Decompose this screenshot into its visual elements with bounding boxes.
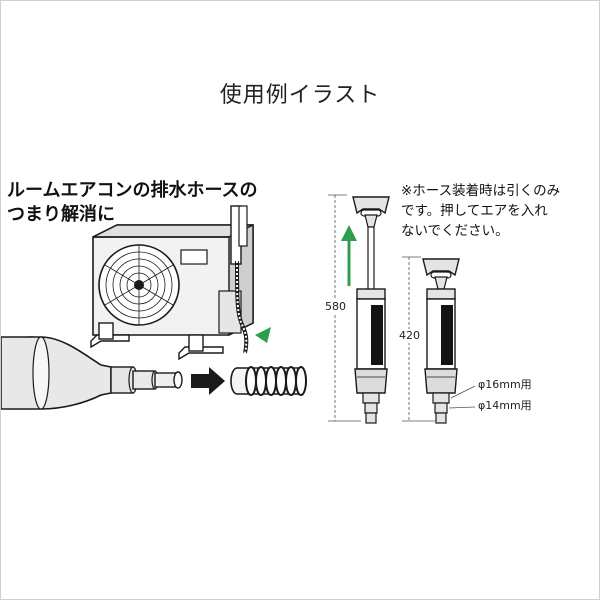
retracted-length-label: 420 <box>399 329 420 343</box>
nozzle-16mm-label: φ16mm用 <box>478 378 532 391</box>
pump-retracted <box>402 256 476 424</box>
caption-line-2: つまり解消に <box>7 204 115 225</box>
nozzle-14mm-label: φ14mm用 <box>478 399 532 412</box>
insert-arrow-icon <box>191 367 225 395</box>
caption-line-1: ルームエアコンの排水ホースの <box>7 180 258 201</box>
note-line-2: です。押してエアを入れ <box>401 203 548 219</box>
usage-caption: ルームエアコンの排水ホースの つまり解消に <box>7 179 258 227</box>
hose-indicator-icon <box>255 327 271 343</box>
extended-length-label: 580 <box>325 300 346 314</box>
pump-nozzle <box>1 336 183 410</box>
note-line-3: ないでください。 <box>401 223 509 239</box>
drain-hose <box>230 366 307 396</box>
pump-extended <box>328 194 390 424</box>
note-line-1: ※ホース装着時は引くのみ <box>401 183 561 199</box>
caution-note: ※ホース装着時は引くのみ です。押してエアを入れ ないでください。 <box>401 181 597 241</box>
aircon-outdoor-unit <box>90 205 254 361</box>
fan-grille-icon <box>98 244 180 326</box>
page-title: 使用例イラスト <box>219 83 381 108</box>
